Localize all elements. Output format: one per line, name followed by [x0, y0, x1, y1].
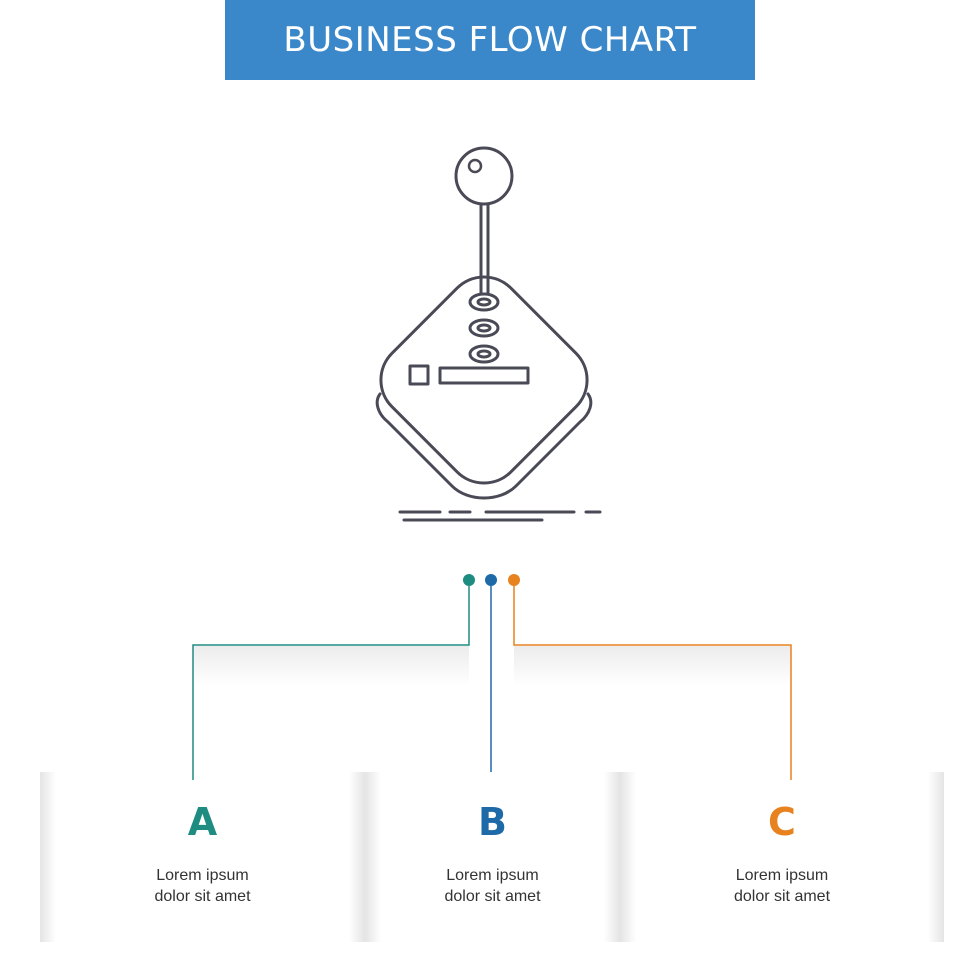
- dot-c: [508, 574, 520, 586]
- step-card-a: A Lorem ipsum dolor sit amet: [56, 772, 349, 942]
- connector-b: [485, 574, 497, 772]
- step-card-b: B Lorem ipsum dolor sit amet: [381, 772, 604, 942]
- step-text-c: Lorem ipsum dolor sit amet: [636, 865, 928, 907]
- step-text-b-line2: dolor sit amet: [444, 888, 541, 905]
- step-text-c-line2: dolor sit amet: [733, 888, 831, 905]
- connector-shadows: [193, 646, 791, 686]
- step-text-a-line1: Lorem ipsum: [156, 867, 249, 884]
- connector-c: [508, 574, 792, 780]
- step-text-a-line2: dolor sit amet: [154, 888, 251, 905]
- dot-b: [485, 574, 497, 586]
- step-letter-b: B: [478, 800, 507, 844]
- page-title: BUSINESS FLOW CHART: [283, 20, 697, 60]
- connector-a: [192, 574, 475, 780]
- step-letter-a: A: [187, 800, 218, 844]
- dot-a: [463, 574, 475, 586]
- step-text-a: Lorem ipsum dolor sit amet: [56, 865, 349, 907]
- step-text-b: Lorem ipsum dolor sit amet: [381, 865, 604, 907]
- step-letter-c: C: [768, 800, 796, 844]
- step-card-c: C Lorem ipsum dolor sit amet: [636, 772, 928, 942]
- step-text-c-line1: Lorem ipsum: [735, 867, 829, 884]
- step-text-b-line1: Lorem ipsum: [446, 867, 539, 884]
- card-shadows: [40, 772, 944, 942]
- arcade-joystick-icon: [375, 146, 602, 522]
- title-banner: BUSINESS FLOW CHART: [225, 0, 755, 80]
